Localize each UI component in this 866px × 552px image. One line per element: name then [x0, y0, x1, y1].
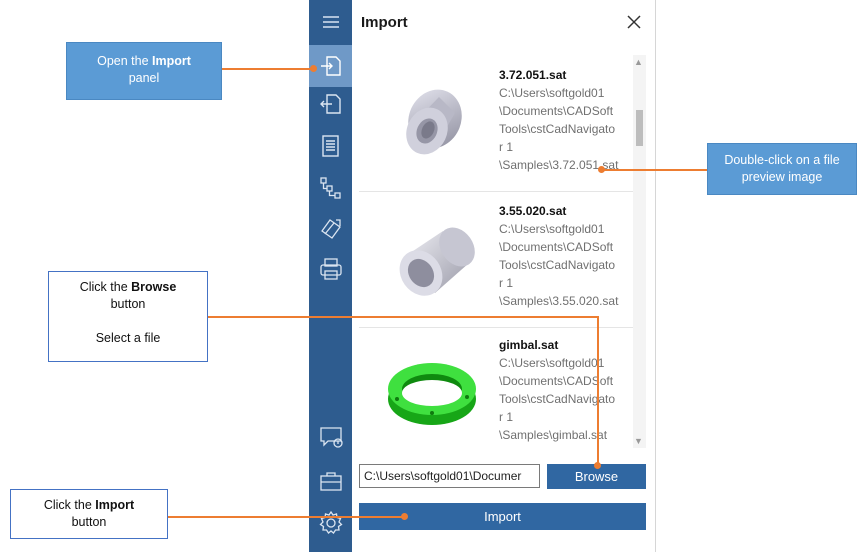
callout-text: button [110, 297, 146, 311]
leader-dot [598, 166, 605, 173]
leader-line [603, 169, 707, 171]
list-item[interactable]: 3.55.020.sat C:\Users\softgold01\Documen… [359, 193, 635, 328]
leader-line [597, 316, 599, 466]
panel-title: Import [361, 14, 408, 31]
document-list-icon[interactable] [309, 126, 352, 166]
scroll-up-icon[interactable]: ▲ [634, 57, 643, 67]
callout-import: Click the Import button [10, 489, 168, 539]
scrollbar-thumb[interactable] [636, 110, 643, 146]
leader-line [208, 316, 598, 318]
chat-info-icon[interactable] [309, 417, 352, 457]
close-icon[interactable] [625, 13, 643, 31]
leader-line [222, 68, 312, 70]
callout-open-import: Open the Import panel [66, 42, 222, 100]
callout-double-click: Double-click on a file preview image [707, 143, 857, 195]
callout-text: Click the [43, 498, 96, 512]
callout-bold: Import [152, 54, 191, 68]
callout-bold: Browse [131, 280, 177, 294]
briefcase-icon[interactable] [309, 461, 352, 501]
file-preview-image[interactable] [377, 67, 487, 177]
sidebar [309, 0, 352, 552]
edit-tools-icon[interactable] [309, 209, 352, 249]
leader-dot [401, 513, 408, 520]
callout-text: Open the [97, 54, 152, 68]
scrollbar[interactable] [633, 55, 646, 448]
file-name: gimbal.sat [499, 338, 559, 352]
callout-text: button [71, 515, 107, 529]
hamburger-menu-icon[interactable] [309, 2, 352, 42]
leader-dot [594, 462, 601, 469]
print-icon[interactable] [309, 249, 352, 289]
leader-dot [310, 65, 317, 72]
export-icon[interactable] [309, 84, 352, 124]
gear-icon[interactable] [309, 503, 352, 543]
leader-line [168, 516, 404, 518]
callout-text: panel [128, 71, 160, 85]
tree-structure-icon[interactable] [309, 168, 352, 208]
callout-text: Double-click on a file preview image [724, 153, 840, 184]
scroll-down-icon[interactable]: ▼ [634, 436, 643, 446]
list-item[interactable]: 3.72.051.sat C:\Users\softgold01\Documen… [359, 57, 635, 192]
callout-text: Click the [79, 280, 132, 294]
file-preview-list: 3.72.051.sat C:\Users\softgold01\Documen… [359, 55, 646, 448]
file-preview-image[interactable] [377, 337, 487, 447]
list-item[interactable]: gimbal.sat C:\Users\softgold01\Documents… [359, 327, 635, 448]
callout-bold: Import [95, 498, 135, 512]
file-path-input[interactable] [359, 464, 540, 488]
callout-text: Select a file [95, 331, 161, 345]
file-preview-image[interactable] [377, 203, 487, 313]
file-name: 3.72.051.sat [499, 68, 567, 82]
file-name: 3.55.020.sat [499, 204, 567, 218]
